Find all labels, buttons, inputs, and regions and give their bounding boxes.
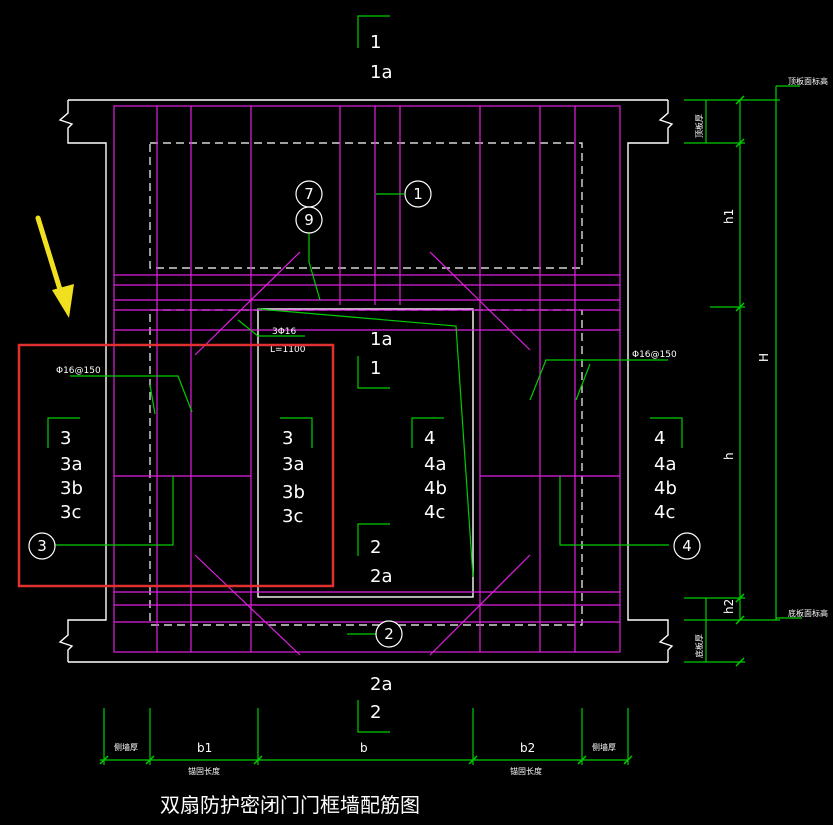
top-level-label: 顶板面标高: [788, 76, 828, 86]
dim-right-note: 锚固长度: [510, 766, 542, 776]
section-top-num: 1: [370, 32, 381, 53]
highlight-box: [17, 343, 335, 588]
group-center-left-label: 3a: [282, 454, 304, 475]
callout-circles: [28, 180, 701, 648]
bottom-thick-label: 底板厚: [694, 634, 704, 658]
callout-4-text: 4: [682, 537, 692, 555]
callout-9: [295, 206, 323, 234]
top-thick-label: 顶板厚: [694, 114, 704, 138]
dim-ticks: [99, 95, 745, 765]
group-center-left-label: 3c: [282, 506, 303, 527]
group-left-label: 3c: [60, 502, 81, 523]
group-right: 4 4a 4b 4c: [654, 428, 677, 523]
group-center-left-label: 3: [282, 428, 293, 449]
group-center-right-label: 4b: [424, 478, 447, 499]
section-mid-top-sub: 1a: [370, 329, 392, 350]
group-left-label: 3b: [60, 478, 83, 499]
callout-2-text: 2: [384, 625, 394, 643]
leader-lines: [44, 15, 802, 765]
bottom-level-label: 底板面标高: [788, 608, 828, 618]
callout-4: [673, 532, 701, 560]
rebar-note-length: L=1100: [270, 345, 306, 355]
drawing-title: 双扇防护密闭门门框墙配筋图: [160, 793, 420, 817]
rebar-grid: [113, 105, 621, 656]
group-left-label: 3a: [60, 454, 82, 475]
section-top-sub: 1a: [370, 62, 392, 83]
group-center-right-label: 4: [424, 428, 435, 449]
callout-1: [404, 180, 432, 208]
section-mid-bottom-sub: 2a: [370, 566, 392, 587]
dim-b2: b2: [520, 741, 535, 755]
callout-3-text: 3: [37, 537, 47, 555]
rebar-note-right: Φ16@150: [632, 350, 677, 360]
group-center-right: 4 4a 4b 4c: [424, 428, 447, 523]
group-right-label: 4a: [654, 454, 676, 475]
group-right-label: 4c: [654, 502, 675, 523]
dim-left-wall: 侧墙厚: [114, 742, 138, 752]
dim-b1: b1: [197, 741, 212, 755]
group-right-label: 4b: [654, 478, 677, 499]
group-right-label: 4: [654, 428, 665, 449]
dim-left-note: 锚固长度: [188, 766, 220, 776]
dim-h: h: [722, 452, 736, 460]
group-left: 3 3a 3b 3c: [60, 428, 83, 523]
callout-2: [375, 620, 403, 648]
callout-1-text: 1: [413, 185, 423, 203]
group-center-right-label: 4a: [424, 454, 446, 475]
dim-right-wall: 侧墙厚: [592, 742, 616, 752]
group-center-right-label: 4c: [424, 502, 445, 523]
dim-H: H: [757, 353, 771, 362]
section-bottom-num: 2a: [370, 674, 392, 695]
arrow-icon: [35, 215, 74, 318]
group-center-left: 3 3a 3b 3c: [282, 428, 305, 527]
wall-outline: [58, 99, 674, 663]
section-mid-bottom-num: 2: [370, 537, 381, 558]
dashed-outline: [149, 142, 583, 626]
callout-3: [28, 532, 56, 560]
callout-9-text: 9: [304, 211, 314, 229]
section-mid-top-num: 1: [370, 358, 381, 379]
callout-7-text: 7: [304, 185, 314, 203]
section-bottom-sub: 2: [370, 702, 381, 723]
dim-b: b: [360, 741, 368, 755]
group-left-label: 3: [60, 428, 71, 449]
dim-h1: h1: [722, 209, 736, 224]
rebar-note-left: Φ16@150: [56, 366, 101, 376]
group-center-left-label: 3b: [282, 482, 305, 503]
rebar-note-corner: 3Φ16: [272, 327, 297, 337]
dim-h2: h2: [722, 599, 736, 614]
